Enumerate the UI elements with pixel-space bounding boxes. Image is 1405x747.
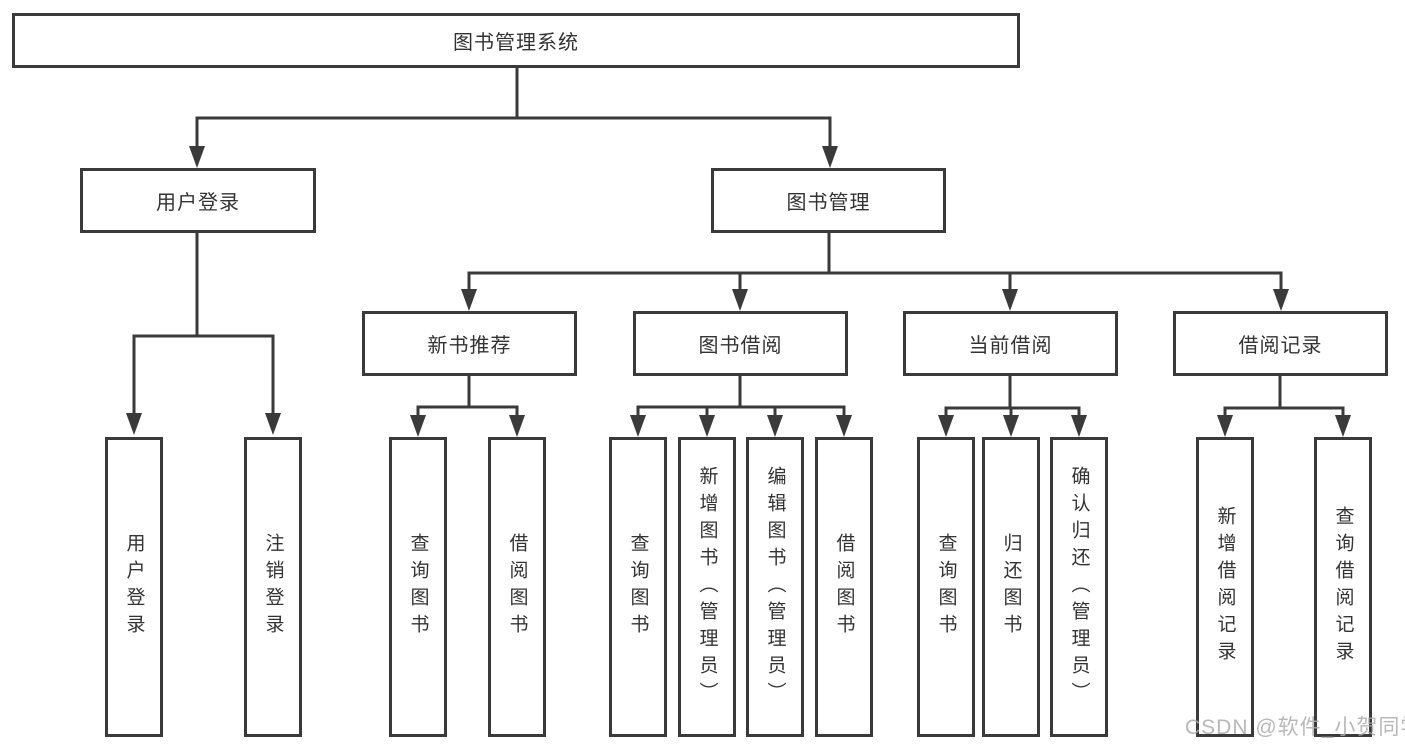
branch-borrow-records [1217,373,1351,437]
node-book-management: 图书管理 [711,168,946,233]
node-label: 查询借阅记录 [1332,506,1354,668]
branch-current-borrow [938,373,1087,437]
node-label: 注销登录 [262,533,284,641]
node-leaf-return-books: 归还图书 [982,437,1040,737]
node-leaf-query-books-3: 查询图书 [917,437,975,737]
node-label: 新增图书（管理员） [696,465,718,709]
node-leaf-borrow-books-2: 借阅图书 [815,437,873,737]
node-leaf-edit-books-admin: 编辑图书（管理员） [746,437,804,737]
node-label: 查询图书 [627,533,649,641]
node-leaf-borrow-books-1: 借阅图书 [488,437,546,737]
node-label: 编辑图书（管理员） [764,465,786,709]
branch-new-book-recommend [410,373,525,437]
node-current-borrow: 当前借阅 [903,311,1118,376]
node-label: 借阅图书 [506,533,528,641]
node-user-login: 用户登录 [80,168,316,233]
node-leaf-user-login: 用户登录 [105,437,163,737]
node-label: 借阅图书 [833,533,855,641]
node-label: 查询图书 [407,533,429,641]
csdn-watermark: CSDN @软件_小贺同学 [1185,716,1405,739]
node-label: 确认归还（管理员） [1068,465,1090,709]
node-new-book-recommend: 新书推荐 [362,311,577,376]
branch-book-management [461,230,1289,311]
node-leaf-query-books-1: 查询图书 [389,437,447,737]
node-label: 归还图书 [1000,533,1022,641]
node-label: 查询图书 [935,533,957,641]
node-label: 新增借阅记录 [1214,506,1236,668]
branch-book-borrow [630,373,852,437]
branch-root [189,66,838,168]
node-label: 用户登录 [123,533,145,641]
node-leaf-query-books-2: 查询图书 [609,437,667,737]
node-leaf-add-borrow-record: 新增借阅记录 [1196,437,1254,737]
node-leaf-query-borrow-record: 查询借阅记录 [1314,437,1372,737]
node-borrow-records: 借阅记录 [1173,311,1388,376]
node-library-management-system: 图书管理系统 [12,13,1020,68]
node-leaf-confirm-return-admin: 确认归还（管理员） [1050,437,1108,737]
branch-user-login [126,230,281,435]
node-leaf-logout: 注销登录 [244,437,302,737]
node-book-borrow: 图书借阅 [633,311,848,376]
node-leaf-add-books-admin: 新增图书（管理员） [678,437,736,737]
